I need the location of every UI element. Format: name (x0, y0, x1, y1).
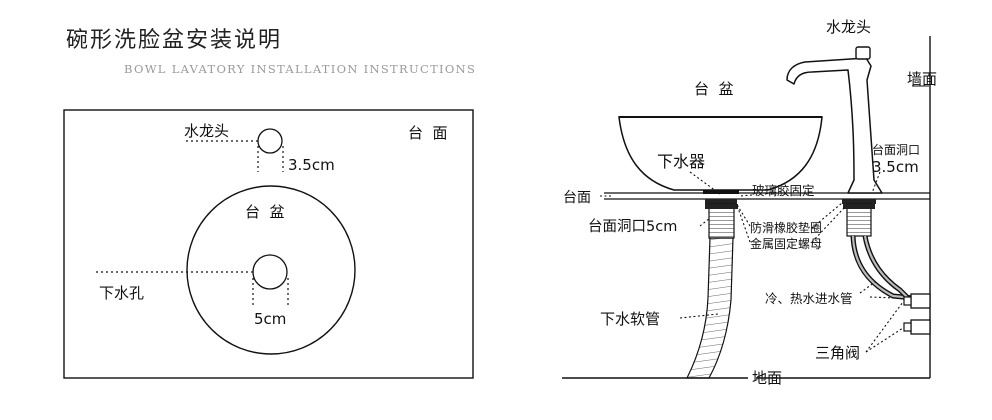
drain-gasket (705, 199, 737, 204)
leader-glue (739, 194, 753, 197)
leader-drain-hole (699, 217, 711, 227)
leader-drain-fitting (689, 171, 721, 195)
section-basin-label: 台 盆 (694, 80, 734, 98)
angle-valve-lower (910, 319, 931, 335)
leader-supply-pipe (859, 281, 876, 294)
plan-faucet-hole-size: 3.5cm (288, 156, 335, 174)
plan-basin-label: 台 盆 (245, 203, 285, 221)
page-title: 碗形洗脸盆安装说明 (66, 28, 283, 53)
leader-angle-valve (865, 327, 904, 353)
section-faucet-label: 水龙头 (826, 18, 871, 36)
plan-counter-label: 台 面 (408, 124, 448, 142)
section-wall-label: 墙面 (907, 70, 937, 88)
leader-nut-faucet (811, 207, 845, 243)
angle-valve-upper (910, 293, 931, 309)
section-drain-hole-label: 台面洞口5cm (588, 218, 677, 235)
faucet-fixing-nut (843, 204, 875, 209)
leader-gasket-faucet (811, 202, 843, 229)
section-drain-hose-label: 下水软管 (600, 310, 660, 328)
drain-fixing-nut (705, 204, 738, 209)
section-counter-hole-size: 3.5cm (872, 158, 919, 176)
section-supply-pipe-label: 冷、热水进水管 (765, 291, 853, 306)
drain-hole (252, 254, 288, 290)
section-drain-fitting-label: 下水器 (657, 152, 705, 171)
leader-angle-valve-b (865, 301, 904, 353)
leader-nut (737, 207, 751, 243)
faucet-thread-body (846, 203, 872, 237)
countertop-outline (63, 109, 474, 379)
basin-outline (186, 185, 356, 355)
plan-view: 水龙头 3.5cm 台 面 台 盆 下水孔 5cm (63, 109, 474, 379)
faucet-body (786, 57, 883, 194)
plan-faucet-label: 水龙头 (184, 122, 229, 140)
supply-pipe-hot-inner (863, 235, 913, 303)
leader-gasket (735, 202, 751, 227)
section-floor-label: 地面 (752, 369, 782, 387)
faucet-hole (257, 128, 283, 154)
angle-valve-lower-knob (903, 322, 912, 332)
section-glue-label: 玻璃胶固定 (752, 183, 815, 198)
supply-pipe-cold-inner (851, 235, 914, 300)
drain-thread-body (708, 203, 735, 239)
page-subtitle: BOWL LAVATORY INSTALLATION INSTRUCTIONS (124, 62, 477, 76)
angle-valve-upper-knob (903, 296, 912, 306)
drain-hose (686, 237, 734, 379)
plan-drain-hole-size: 5cm (254, 310, 286, 328)
section-view: 水龙头 墙面 台 盆 台面洞口 3.5cm 下水器 台面 玻璃胶固定 台面洞口5… (562, 18, 937, 387)
drain-flange (703, 190, 739, 194)
basin-bowl (618, 116, 823, 191)
section-nut-label: 金属固定螺母 (750, 236, 822, 251)
plan-drain-label: 下水孔 (99, 284, 144, 302)
section-gasket-label: 防滑橡胶垫圈 (750, 220, 822, 235)
faucet-handle (855, 46, 871, 60)
faucet-gasket (842, 199, 876, 204)
section-counter-label: 台面 (563, 190, 591, 206)
leader-counter-hole (871, 171, 881, 194)
section-counter-hole-label: 台面洞口 (872, 142, 920, 157)
leader-drain-hose (679, 313, 719, 319)
section-angle-valve-label: 三角阀 (815, 344, 860, 362)
